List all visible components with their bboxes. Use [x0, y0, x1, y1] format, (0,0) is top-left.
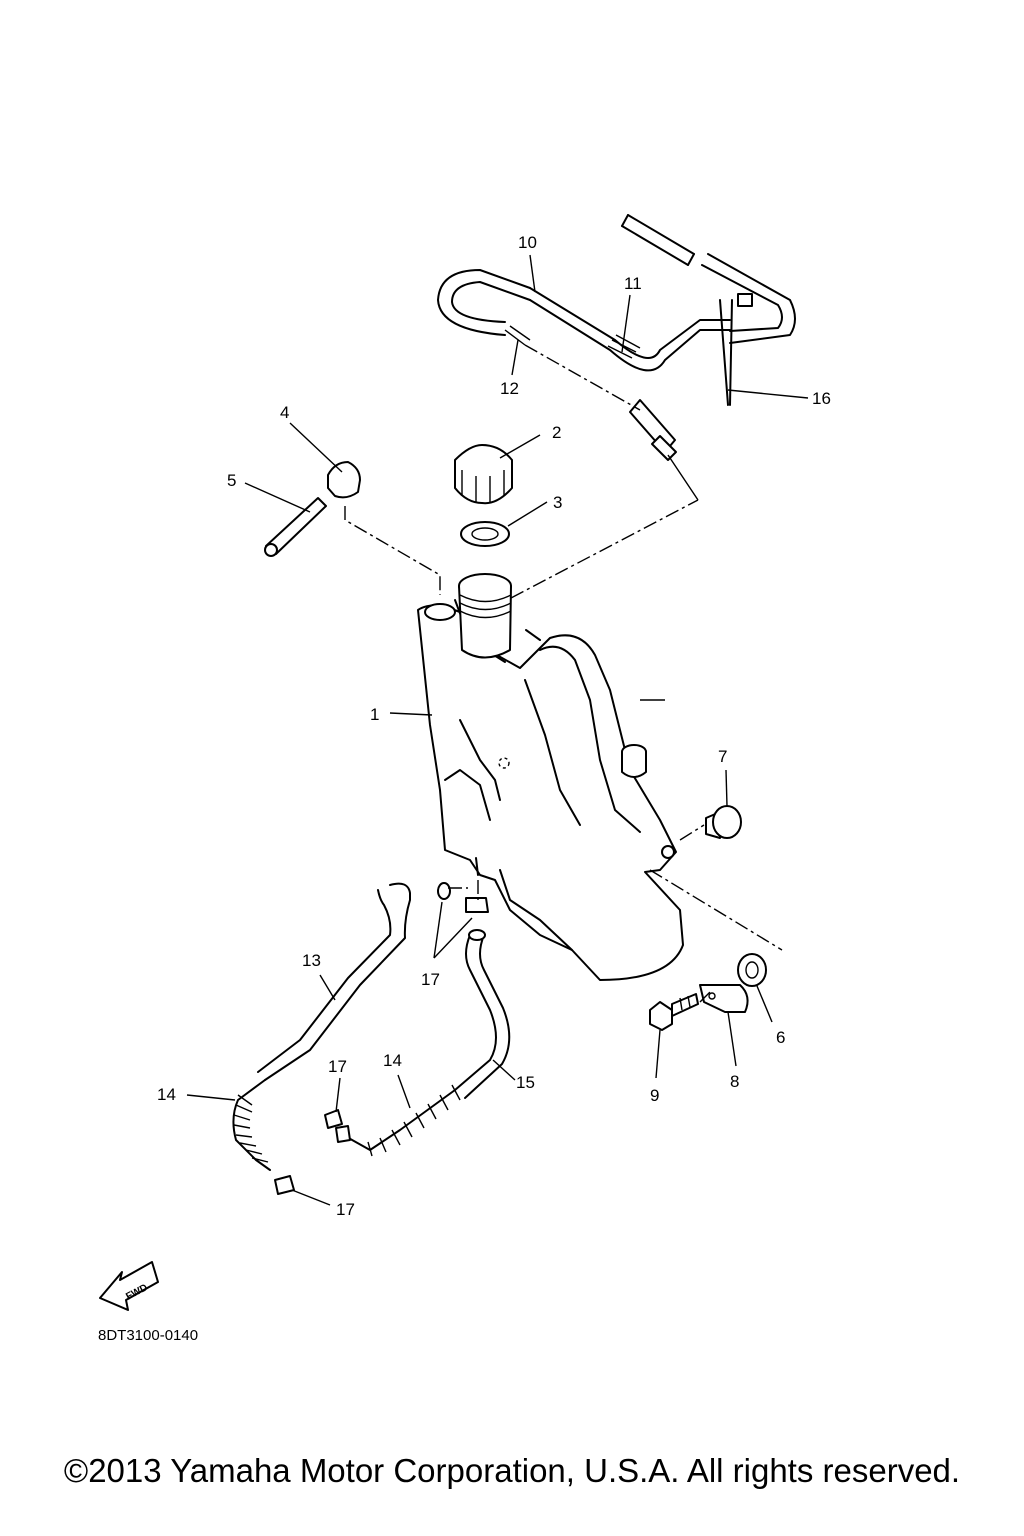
spring-hose-14-left: [232, 1079, 271, 1171]
breather-hose-assembly: [437, 214, 796, 501]
label-17-bottom: 17: [336, 1200, 355, 1219]
copyright-notice: ©2013 Yamaha Motor Corporation, U.S.A. A…: [63, 1452, 961, 1489]
drain-hose-13: [257, 882, 411, 1081]
label-15: 15: [516, 1073, 535, 1092]
bracket: [699, 984, 749, 1013]
label-7: 7: [718, 747, 727, 766]
reservoir-tank: [417, 573, 684, 981]
spring-hose-14-right: [344, 1084, 461, 1157]
label-5: 5: [227, 471, 236, 490]
drain-hose-15: [454, 929, 511, 1099]
drawing-code: 8DT3100-0140: [98, 1327, 198, 1344]
label-16: 16: [812, 389, 831, 408]
label-14-right: 14: [383, 1051, 402, 1070]
label-4: 4: [280, 403, 289, 422]
collar: [705, 805, 742, 839]
forward-arrow-icon: FWD: [99, 1261, 159, 1311]
label-17-center: 17: [421, 970, 440, 989]
label-10: 10: [518, 233, 537, 252]
cap-gasket: [460, 521, 510, 547]
hose-clamps: [274, 882, 489, 1195]
label-17-left: 17: [328, 1057, 347, 1076]
label-2: 2: [552, 423, 561, 442]
label-6: 6: [776, 1028, 785, 1047]
overflow-tube: [264, 497, 327, 557]
grommet: [737, 953, 767, 987]
label-8: 8: [730, 1072, 739, 1091]
small-cap: [327, 461, 361, 499]
label-3: 3: [553, 493, 562, 512]
label-9: 9: [650, 1086, 659, 1105]
label-13: 13: [302, 951, 321, 970]
leader-lines: [186, 254, 809, 1206]
label-14-left: 14: [157, 1085, 176, 1104]
label-11: 11: [624, 274, 642, 293]
radiator-cap: [454, 444, 513, 505]
part-labels: 10 11 12 16 4 2 5 3 1 7 13 17 6 17 14 8 …: [157, 233, 831, 1219]
label-1: 1: [370, 705, 379, 724]
bolt: [649, 993, 699, 1031]
label-12: 12: [500, 379, 519, 398]
